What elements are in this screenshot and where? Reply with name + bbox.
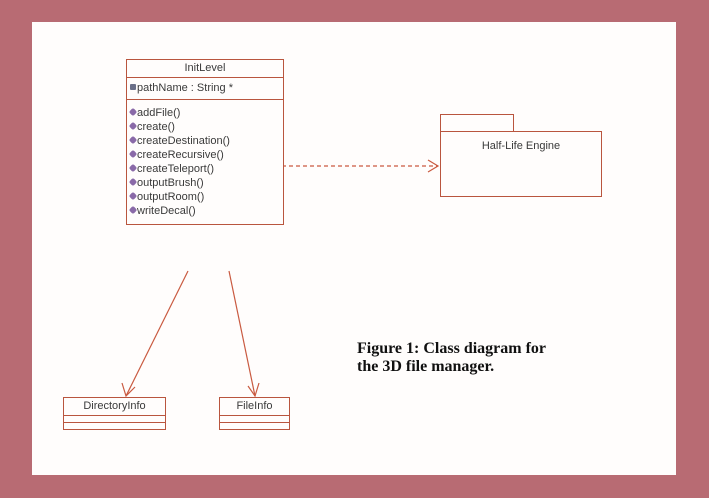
operation-label: createTeleport() xyxy=(137,163,215,175)
caption-line-2: the 3D file manager. xyxy=(357,358,495,375)
class-initlevel[interactable]: InitLevel pathName : String * addFile() … xyxy=(126,59,284,225)
operation-row: outputBrush() xyxy=(127,176,283,190)
operation-icon xyxy=(128,191,138,201)
dependency-arrowhead xyxy=(427,159,440,173)
class-name: InitLevel xyxy=(127,60,283,78)
association-line-directoryinfo xyxy=(125,270,189,397)
class-name: DirectoryInfo xyxy=(64,398,165,416)
operation-label: writeDecal() xyxy=(137,205,196,217)
attribute-label: pathName : String * xyxy=(137,82,233,94)
operations-section xyxy=(220,423,289,429)
package-name: Half-Life Engine xyxy=(481,140,561,152)
operation-icon xyxy=(128,135,138,145)
operation-label: outputBrush() xyxy=(137,177,204,189)
class-fileinfo[interactable]: FileInfo xyxy=(219,397,290,430)
caption-line-1: Figure 1: Class diagram for xyxy=(357,340,547,357)
operation-icon xyxy=(128,107,138,117)
operations-section: addFile() create() createDestination() c… xyxy=(127,100,283,224)
operation-label: create() xyxy=(137,121,175,133)
operation-icon xyxy=(128,121,138,131)
association-arrowhead-fileinfo xyxy=(247,382,260,398)
operation-row: createDestination() xyxy=(127,134,283,148)
operation-row: create() xyxy=(127,120,283,134)
attribute-icon xyxy=(130,84,136,90)
attributes-section xyxy=(64,416,165,423)
operation-row: outputRoom() xyxy=(127,190,283,204)
operation-icon xyxy=(128,177,138,187)
operation-row: addFile() xyxy=(127,106,283,120)
association-arrowhead-directoryinfo xyxy=(121,382,136,398)
operations-section xyxy=(64,423,165,429)
attributes-section xyxy=(220,416,289,423)
class-name: FileInfo xyxy=(220,398,289,416)
attribute-row: pathName : String * xyxy=(127,81,283,95)
association-line-fileinfo xyxy=(228,270,256,397)
operation-label: createRecursive() xyxy=(137,149,224,161)
operation-label: outputRoom() xyxy=(137,191,205,203)
attributes-section: pathName : String * xyxy=(127,78,283,100)
operation-icon xyxy=(128,149,138,159)
package-tab xyxy=(440,114,514,132)
operation-row: writeDecal() xyxy=(127,204,283,218)
class-directoryinfo[interactable]: DirectoryInfo xyxy=(63,397,166,430)
operation-label: createDestination() xyxy=(137,135,230,147)
operation-row: createTeleport() xyxy=(127,162,283,176)
operation-label: addFile() xyxy=(137,107,181,119)
operation-icon xyxy=(128,205,138,215)
figure-caption: Figure 1: Class diagram for the 3D file … xyxy=(357,340,647,376)
package-half-life-engine[interactable]: Half-Life Engine xyxy=(440,131,602,197)
operation-icon xyxy=(128,163,138,173)
operation-row: createRecursive() xyxy=(127,148,283,162)
